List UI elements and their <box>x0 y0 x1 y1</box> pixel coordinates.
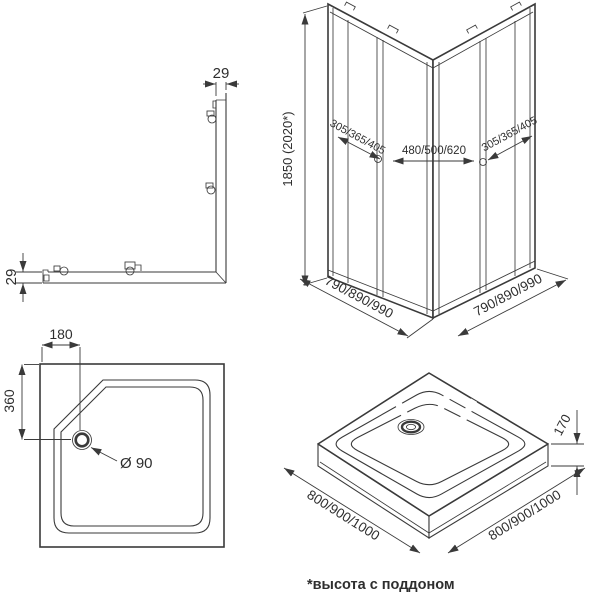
dim-label: 29 <box>213 65 230 82</box>
dimension-drain-diameter: Ø 90 <box>90 447 153 472</box>
dim-label: 360 <box>1 389 17 413</box>
dim-label: 29 <box>3 269 20 286</box>
roller-icon <box>124 261 142 276</box>
roller-icon <box>205 182 216 195</box>
footnote: *высота с поддоном <box>307 577 455 593</box>
enclosure-iso-view: 1850 (2020*) 305/365/405 480/500/620 305… <box>280 1 569 339</box>
drain-icon <box>72 430 92 450</box>
dimension-drain-offset-x: 180 <box>41 326 81 430</box>
dimension-drain-offset-y: 360 <box>1 364 71 440</box>
dim-label: 170 <box>550 412 573 438</box>
drain-icon <box>397 419 425 435</box>
roller-icon <box>53 265 69 276</box>
door-handle-icon <box>479 158 487 166</box>
corner-profile-view: 29 29 <box>3 65 239 302</box>
rail-bracket-icon <box>344 1 522 34</box>
dim-label: Ø 90 <box>120 455 153 472</box>
dimension-profile-side: 29 <box>3 253 42 302</box>
tray-plan-view: 180 360 Ø 90 <box>1 326 225 548</box>
dim-label: 180 <box>49 326 73 342</box>
roller-icon <box>206 110 217 124</box>
dimension-enclosure-height: 1850 (2020*) <box>280 5 328 286</box>
dim-label: 480/500/620 <box>402 145 466 157</box>
dim-label: 1850 (2020*) <box>280 111 295 186</box>
dimension-tray-height: 170 <box>550 410 584 495</box>
dimension-profile-top: 29 <box>203 65 239 96</box>
tray-iso-view: 170 800/900/1000 800/900/1000 <box>283 372 586 554</box>
dimension-entry-width: 480/500/620 <box>393 145 474 165</box>
